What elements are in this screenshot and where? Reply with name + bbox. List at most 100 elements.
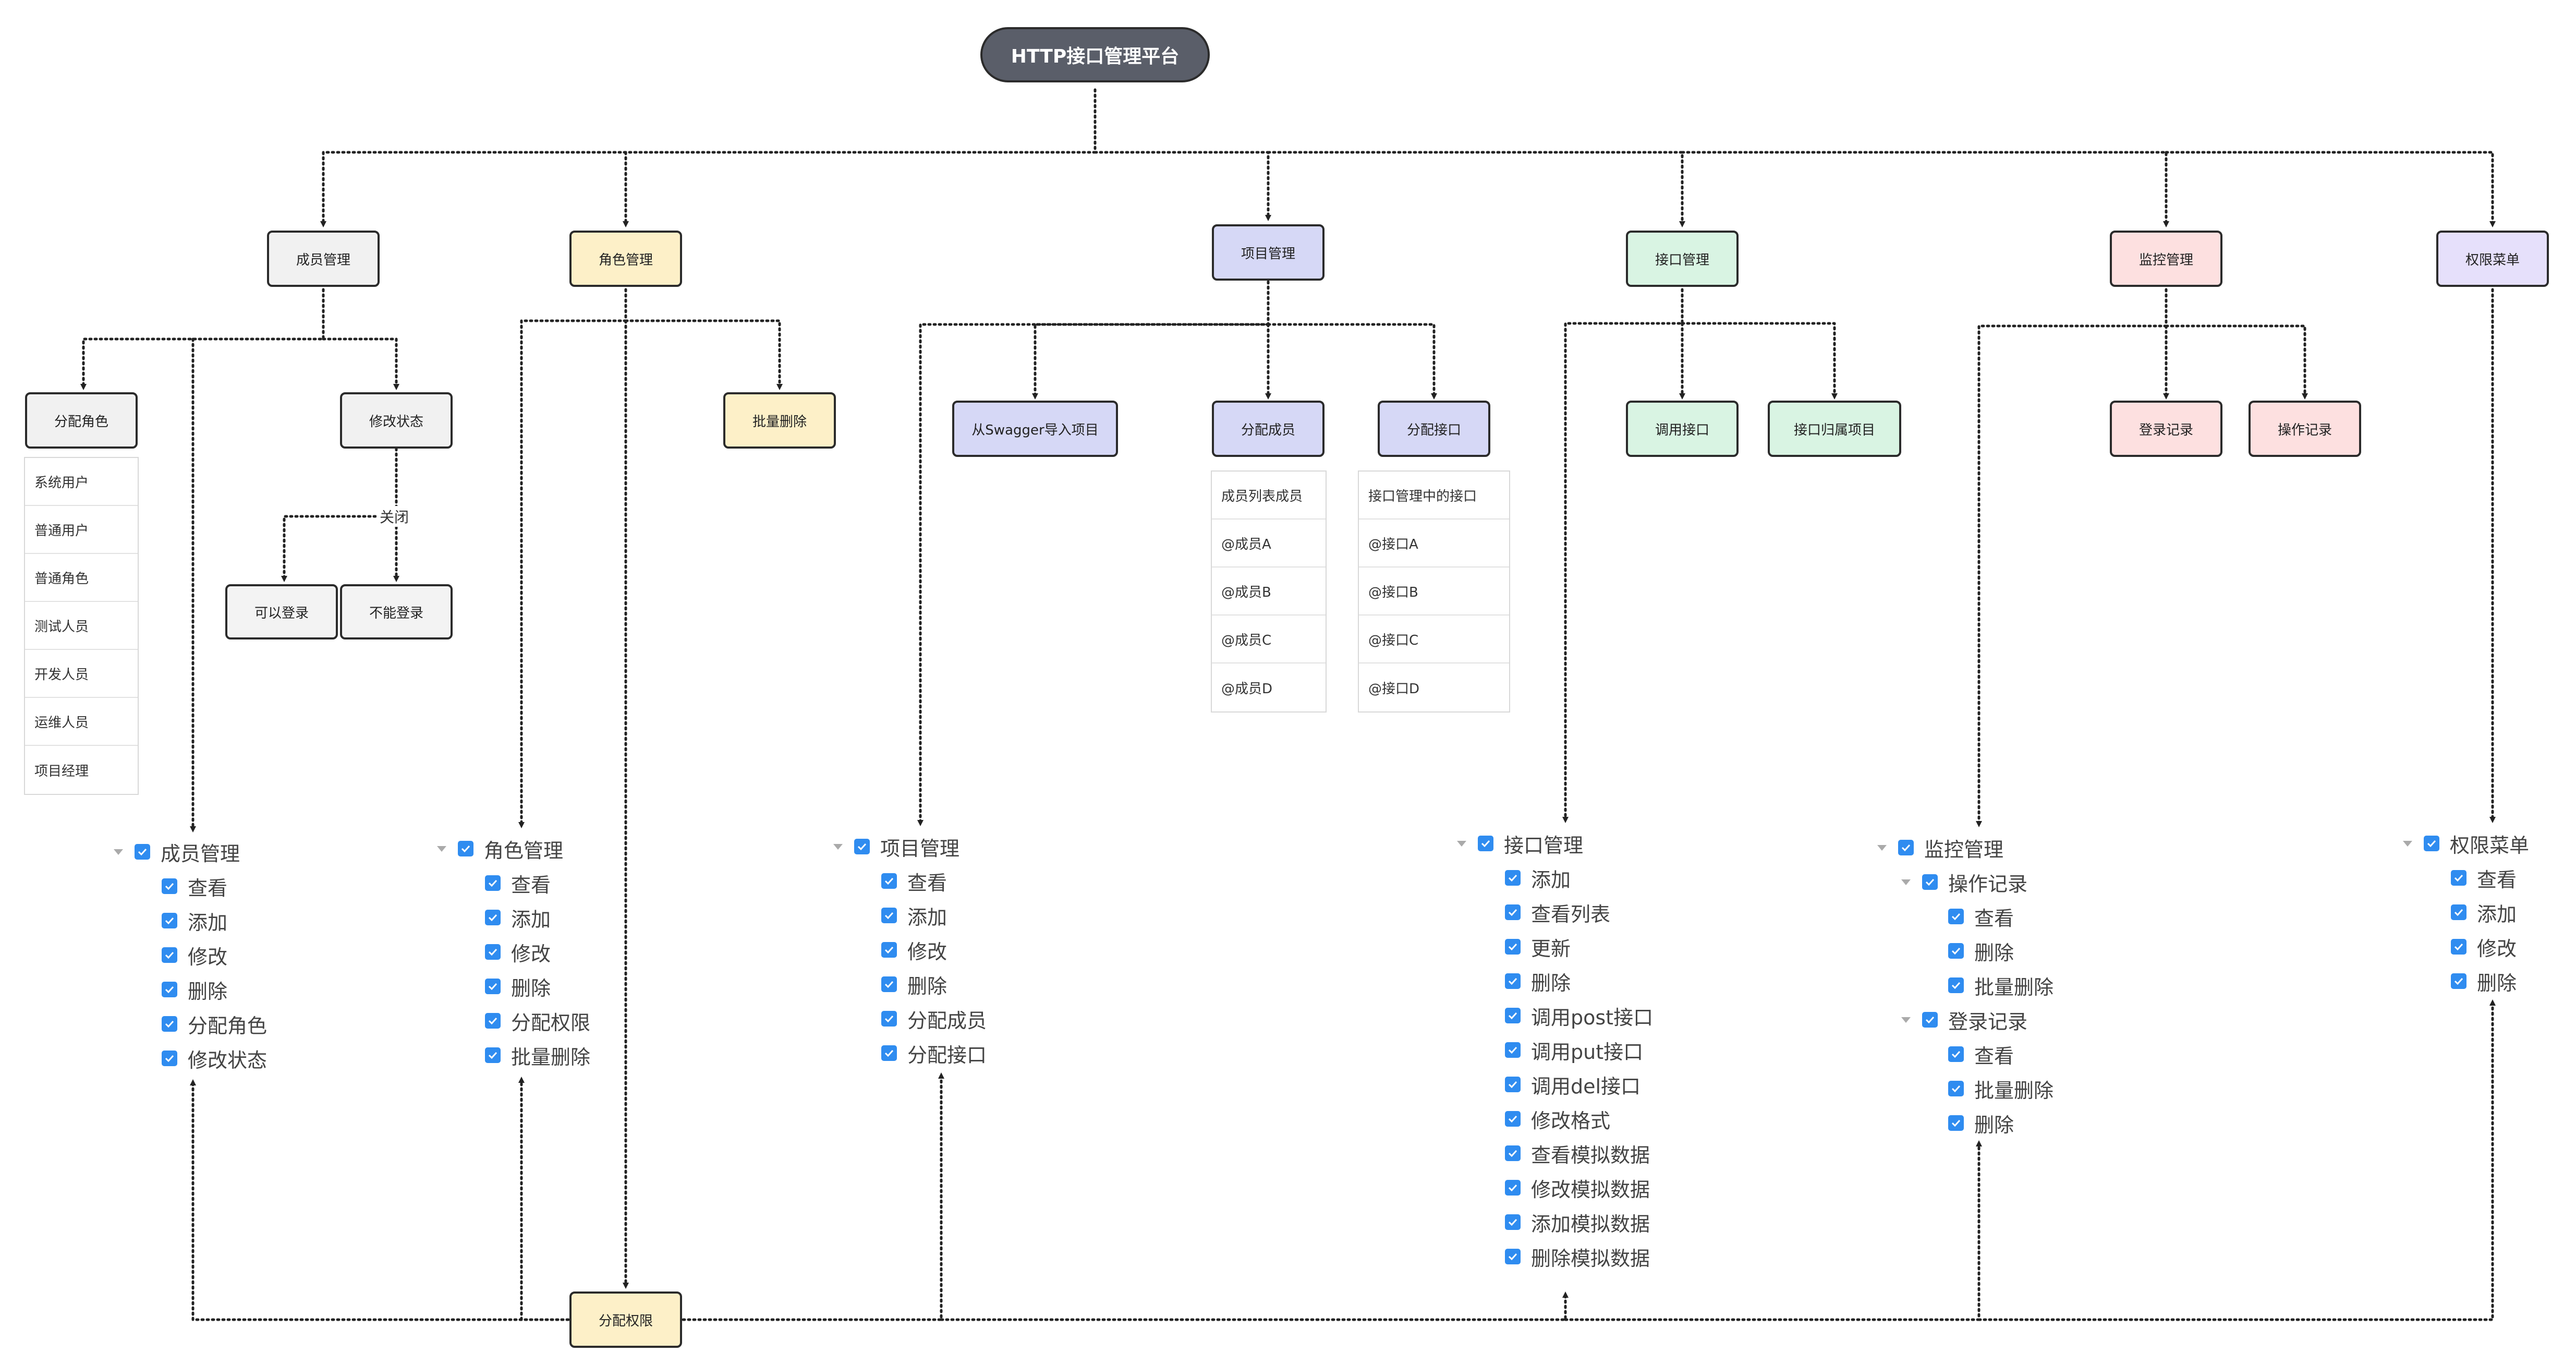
checkbox-checked-icon[interactable]	[881, 908, 897, 923]
tree-item[interactable]: 修改	[485, 935, 590, 969]
caret-down-icon[interactable]	[1457, 840, 1466, 847]
tree-item[interactable]: 查看	[1948, 899, 2053, 934]
checkbox-checked-icon[interactable]	[1505, 1145, 1521, 1161]
monitor-management-node[interactable]: 监控管理	[2110, 231, 2222, 287]
tree-item[interactable]: 分配接口	[881, 1036, 987, 1070]
checkbox-checked-icon[interactable]	[1898, 840, 1914, 855]
assign-api-node[interactable]: 分配接口	[1378, 401, 1490, 457]
permission-menu-node[interactable]: 权限菜单	[2436, 231, 2549, 287]
tree-item[interactable]: 批量删除	[1948, 968, 2053, 1003]
checkbox-checked-icon[interactable]	[2424, 836, 2439, 851]
checkbox-checked-icon[interactable]	[485, 910, 501, 925]
caret-down-icon[interactable]	[833, 843, 843, 850]
tree-item[interactable]: 调用del接口	[1505, 1067, 1653, 1102]
can-login-node[interactable]: 可以登录	[225, 584, 338, 639]
tree-item[interactable]: 修改状态	[162, 1041, 267, 1076]
checkbox-checked-icon[interactable]	[1505, 1214, 1521, 1230]
tree-item[interactable]: 添加	[881, 898, 987, 933]
tree-item[interactable]: 分配成员	[881, 1001, 987, 1036]
checkbox-checked-icon[interactable]	[1505, 870, 1521, 886]
tree-item[interactable]: 调用put接口	[1505, 1033, 1653, 1067]
tree-item[interactable]: 删除	[2451, 964, 2529, 998]
checkbox-checked-icon[interactable]	[485, 1013, 501, 1029]
tree-item[interactable]: 删除	[1948, 1106, 2053, 1140]
checkbox-checked-icon[interactable]	[881, 976, 897, 992]
cannot-login-node[interactable]: 不能登录	[340, 584, 453, 639]
root-node[interactable]: HTTP接口管理平台	[980, 27, 1210, 82]
checkbox-checked-icon[interactable]	[1922, 1012, 1938, 1028]
tree-item[interactable]: 查看	[1948, 1037, 2053, 1071]
checkbox-checked-icon[interactable]	[881, 1011, 897, 1027]
tree-item[interactable]: 查看	[485, 866, 590, 900]
checkbox-checked-icon[interactable]	[1948, 1046, 1964, 1062]
checkbox-checked-icon[interactable]	[2451, 904, 2466, 920]
checkbox-checked-icon[interactable]	[162, 1016, 177, 1032]
tree-item[interactable]: 删除	[1948, 934, 2053, 968]
tree-item[interactable]: 添加	[2451, 895, 2529, 930]
checkbox-checked-icon[interactable]	[485, 875, 501, 891]
login-log-node[interactable]: 登录记录	[2110, 401, 2222, 457]
tree-group-row[interactable]: 操作记录	[1901, 865, 2053, 899]
checkbox-checked-icon[interactable]	[1948, 909, 1964, 924]
tree-item[interactable]: 删除模拟数据	[1505, 1239, 1653, 1274]
tree-item[interactable]: 查看	[2451, 861, 2529, 895]
tree-item[interactable]: 删除	[162, 972, 267, 1007]
checkbox-checked-icon[interactable]	[1505, 1008, 1521, 1023]
tree-item[interactable]: 调用post接口	[1505, 998, 1653, 1033]
caret-down-icon[interactable]	[1901, 1017, 1911, 1023]
checkbox-checked-icon[interactable]	[881, 873, 897, 889]
assign-permission-node[interactable]: 分配权限	[569, 1291, 682, 1348]
tree-root-row[interactable]: 权限菜单	[2403, 826, 2529, 861]
tree-item[interactable]: 分配权限	[485, 1004, 590, 1038]
api-project-node[interactable]: 接口归属项目	[1768, 401, 1901, 457]
tree-item[interactable]: 添加	[485, 900, 590, 935]
checkbox-checked-icon[interactable]	[1505, 1111, 1521, 1127]
assign-member-node[interactable]: 分配成员	[1212, 401, 1325, 457]
checkbox-checked-icon[interactable]	[162, 878, 177, 894]
checkbox-checked-icon[interactable]	[1505, 1042, 1521, 1058]
tree-root-row[interactable]: 接口管理	[1457, 826, 1653, 861]
checkbox-checked-icon[interactable]	[1505, 1077, 1521, 1092]
tree-item[interactable]: 删除	[485, 969, 590, 1004]
checkbox-checked-icon[interactable]	[854, 839, 870, 854]
tree-item[interactable]: 添加	[1505, 861, 1653, 895]
tree-item[interactable]: 修改	[881, 933, 987, 967]
tree-group-row[interactable]: 登录记录	[1901, 1003, 2053, 1037]
checkbox-checked-icon[interactable]	[162, 947, 177, 963]
checkbox-checked-icon[interactable]	[162, 913, 177, 928]
checkbox-checked-icon[interactable]	[1948, 943, 1964, 959]
checkbox-checked-icon[interactable]	[162, 1051, 177, 1066]
checkbox-checked-icon[interactable]	[1505, 973, 1521, 989]
caret-down-icon[interactable]	[114, 849, 123, 855]
checkbox-checked-icon[interactable]	[881, 942, 897, 958]
checkbox-checked-icon[interactable]	[1478, 836, 1493, 851]
tree-item[interactable]: 批量删除	[485, 1038, 590, 1072]
checkbox-checked-icon[interactable]	[1948, 1081, 1964, 1096]
checkbox-checked-icon[interactable]	[1505, 1249, 1521, 1264]
checkbox-checked-icon[interactable]	[485, 979, 501, 994]
swagger-import-node[interactable]: 从Swagger导入项目	[952, 401, 1118, 457]
tree-root-row[interactable]: 监控管理	[1877, 830, 2053, 865]
tree-item[interactable]: 查看	[162, 869, 267, 903]
role-management-node[interactable]: 角色管理	[569, 231, 682, 287]
tree-root-row[interactable]: 角色管理	[437, 831, 590, 866]
checkbox-checked-icon[interactable]	[1948, 1115, 1964, 1131]
call-api-node[interactable]: 调用接口	[1626, 401, 1739, 457]
checkbox-checked-icon[interactable]	[2451, 939, 2466, 955]
tree-item[interactable]: 修改	[2451, 930, 2529, 964]
checkbox-checked-icon[interactable]	[1505, 1180, 1521, 1196]
checkbox-checked-icon[interactable]	[485, 944, 501, 960]
checkbox-checked-icon[interactable]	[881, 1045, 897, 1061]
checkbox-checked-icon[interactable]	[458, 841, 473, 856]
assign-role-node[interactable]: 分配角色	[25, 392, 138, 449]
tree-root-row[interactable]: 成员管理	[114, 835, 267, 869]
tree-item[interactable]: 分配角色	[162, 1007, 267, 1041]
checkbox-checked-icon[interactable]	[2451, 973, 2466, 989]
checkbox-checked-icon[interactable]	[2451, 870, 2466, 886]
checkbox-checked-icon[interactable]	[485, 1047, 501, 1063]
tree-item[interactable]: 删除	[881, 967, 987, 1001]
tree-item[interactable]: 更新	[1505, 930, 1653, 964]
checkbox-checked-icon[interactable]	[1505, 939, 1521, 955]
caret-down-icon[interactable]	[1901, 879, 1911, 885]
tree-item[interactable]: 修改模拟数据	[1505, 1170, 1653, 1205]
